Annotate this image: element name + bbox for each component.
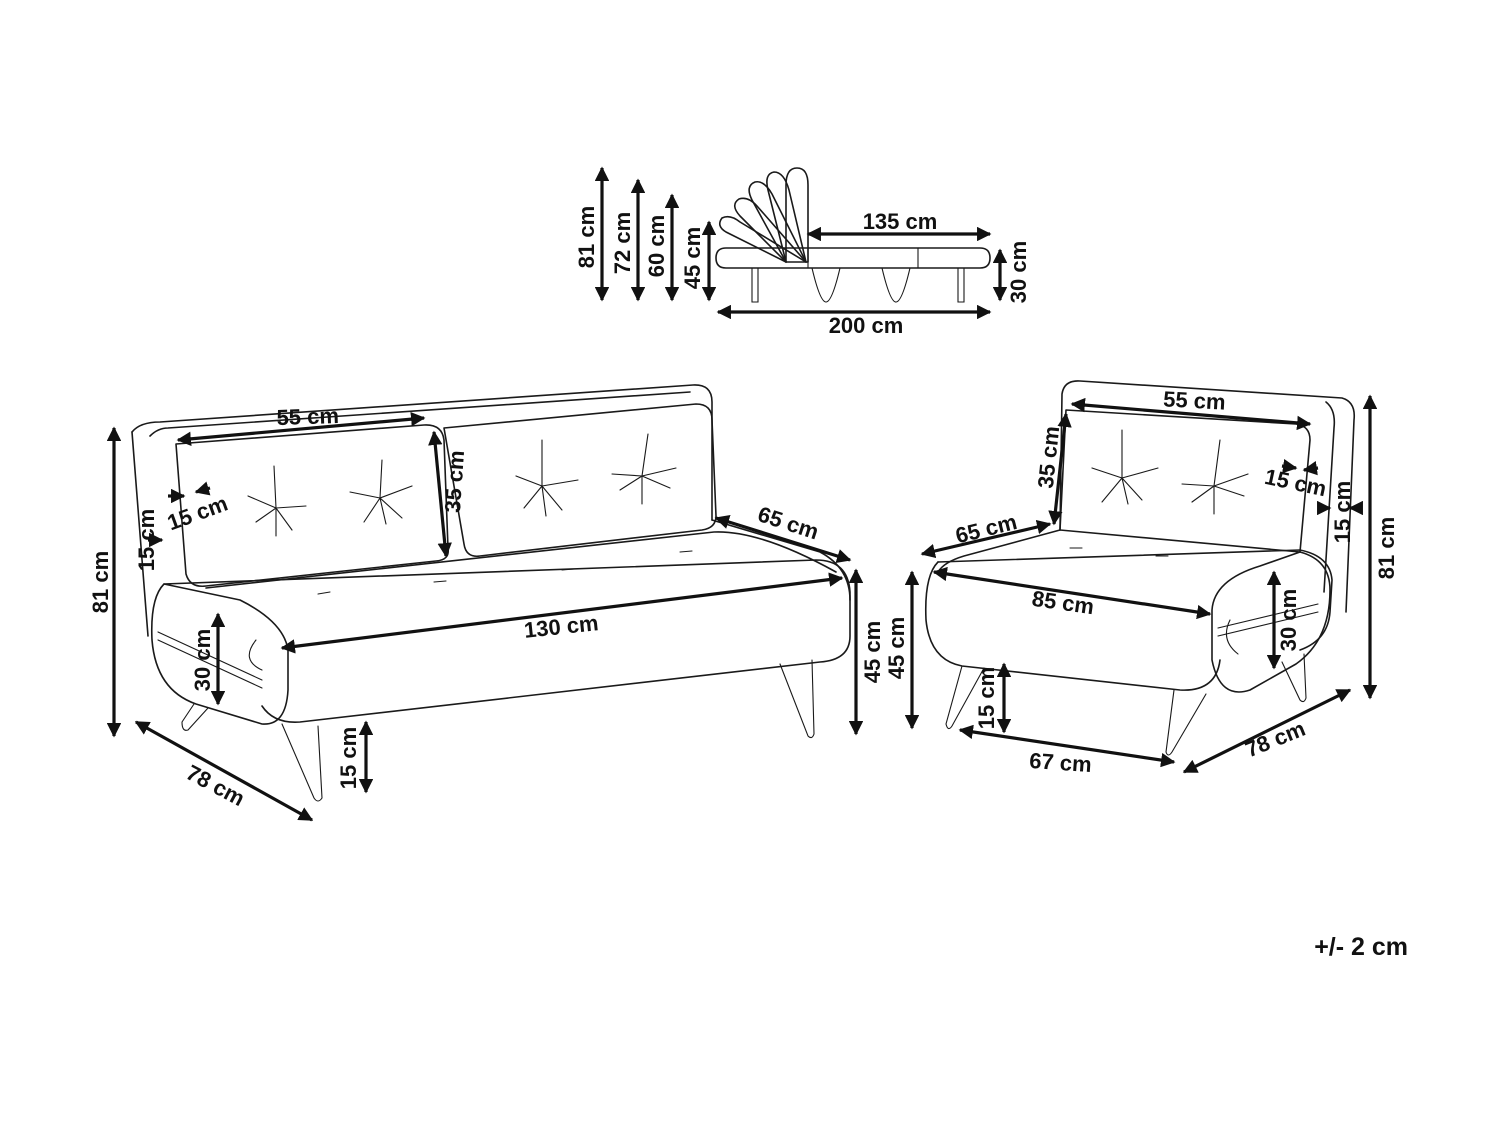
dim-line-sofa-35: [428, 430, 452, 558]
label-sofa-15-arm: 15 cm: [134, 509, 159, 571]
label-chair-81: 81 cm: [1374, 517, 1399, 579]
label-side-135: 135 cm: [863, 209, 938, 234]
dim-line-chair-15b: [1302, 461, 1319, 476]
dim-line-chair-67: [958, 724, 1176, 768]
dim-line-chair-35: [1048, 412, 1072, 526]
side-view-diagram: [715, 167, 991, 303]
label-side-200: 200 cm: [829, 313, 904, 338]
label-chair-85: 85 cm: [1030, 586, 1095, 619]
label-side-60: 60 cm: [644, 215, 669, 277]
label-side-30: 30 cm: [1006, 241, 1031, 303]
label-chair-65: 65 cm: [953, 509, 1020, 548]
sofa-diagram: [131, 384, 851, 802]
label-sofa-55: 55 cm: [276, 403, 339, 430]
label-sofa-45: 45 cm: [860, 621, 885, 683]
dim-line-sofa-65: [714, 515, 852, 563]
dim-line-sofa-78: [134, 720, 314, 822]
label-chair-15-leg: 15 cm: [974, 667, 999, 729]
label-sofa-35: 35 cm: [440, 449, 469, 513]
dim-line-sofa-130: [280, 572, 844, 654]
label-chair-15-arm: 15 cm: [1330, 481, 1355, 543]
dim-line-chair-65: [920, 519, 1052, 559]
dim-line-chair-85: [932, 566, 1212, 620]
label-chair-78: 78 cm: [1242, 716, 1309, 763]
label-chair-30: 30 cm: [1276, 589, 1301, 651]
dim-line-sofa-15b: [194, 481, 211, 496]
dim-line-chair-78: [1182, 688, 1352, 774]
label-side-72: 72 cm: [610, 212, 635, 274]
label-chair-15-cushion: 15 cm: [1262, 464, 1328, 501]
label-sofa-30: 30 cm: [190, 629, 215, 691]
dim-line-sofa-55: [176, 411, 426, 447]
label-side-81: 81 cm: [574, 206, 599, 268]
label-side-45: 45 cm: [680, 227, 705, 289]
label-sofa-15-leg: 15 cm: [336, 727, 361, 789]
label-chair-45: 45 cm: [884, 617, 909, 679]
label-sofa-81: 81 cm: [88, 551, 113, 613]
tolerance-note: +/- 2 cm: [1314, 933, 1408, 961]
dim-line-chair-55: [1070, 397, 1312, 431]
label-chair-67: 67 cm: [1029, 748, 1093, 777]
label-chair-55: 55 cm: [1163, 386, 1227, 414]
dim-line-chair-15a: [1281, 459, 1298, 474]
label-sofa-65: 65 cm: [755, 501, 822, 544]
